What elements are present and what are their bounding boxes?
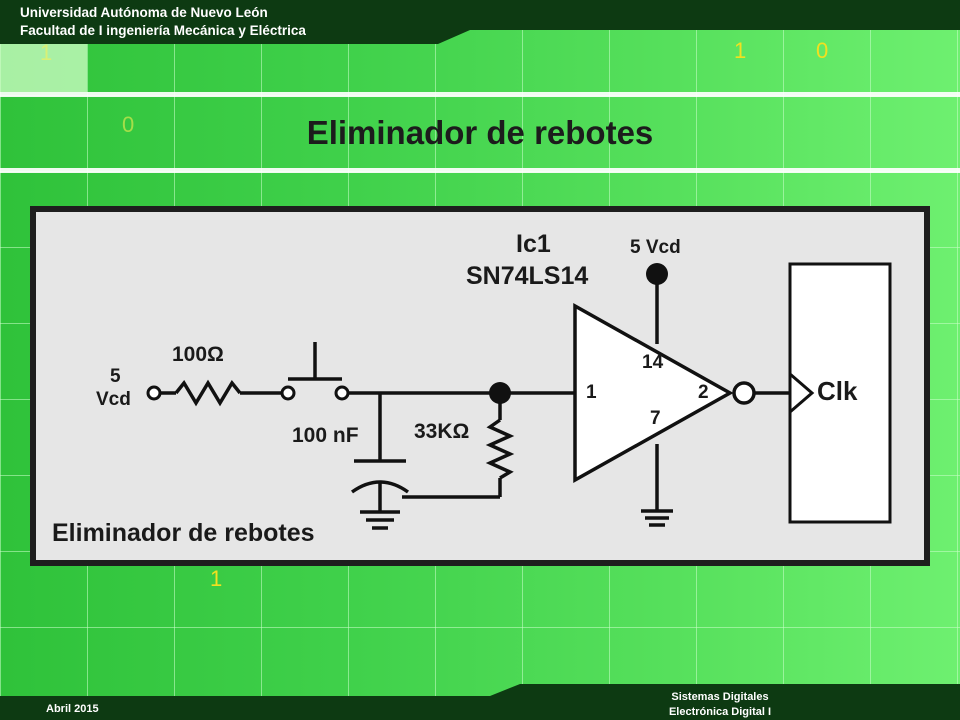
footer-date: Abril 2015	[46, 703, 99, 715]
footer-course: Sistemas Digitales Electrónica Digital I	[620, 690, 820, 720]
faculty-name: Facultad de I ingeniería Mecánica y Eléc…	[20, 23, 306, 38]
grid-band	[0, 92, 960, 97]
course-line-1: Sistemas Digitales	[671, 691, 769, 703]
university-name: Universidad Autónoma de Nuevo León	[20, 5, 268, 20]
slide-title: Eliminador de rebotes	[306, 114, 654, 151]
grid-band	[0, 168, 960, 173]
decor-digit: 1	[40, 40, 53, 65]
decor-digit: 0	[122, 112, 135, 137]
corner-highlight	[0, 44, 87, 92]
resistor-33k-label: 33KΩ	[414, 420, 470, 443]
supply-label-top: 5 Vcd	[630, 237, 681, 258]
bottom-banner	[0, 684, 960, 720]
pin-in-label: 1	[586, 382, 597, 403]
decor-digit: 1	[210, 566, 223, 591]
capacitor-label: 100 nF	[292, 424, 359, 447]
resistor-100-label: 100Ω	[172, 343, 224, 366]
supply-label-left-1: 5	[110, 366, 121, 387]
pin-gnd-label: 7	[650, 408, 661, 429]
pin-vcc-label: 14	[642, 352, 664, 373]
pin-out-label: 2	[698, 382, 709, 403]
circuit-diagram: Ic1 SN74LS14 5 Vcd 5 Vcd 100Ω 100 nF 33K…	[30, 206, 930, 566]
top-banner: Universidad Autónoma de Nuevo León Facul…	[0, 0, 960, 44]
decor-digit: 0	[816, 38, 829, 63]
clk-label: Clk	[817, 376, 858, 406]
diagram-caption: Eliminador de rebotes	[52, 519, 315, 547]
ic-part-number: SN74LS14	[466, 262, 589, 290]
decor-digit: 1	[734, 38, 747, 63]
ic-name: Ic1	[516, 230, 551, 258]
course-line-2: Electrónica Digital I	[668, 706, 772, 718]
supply-label-left-2: Vcd	[96, 389, 131, 410]
